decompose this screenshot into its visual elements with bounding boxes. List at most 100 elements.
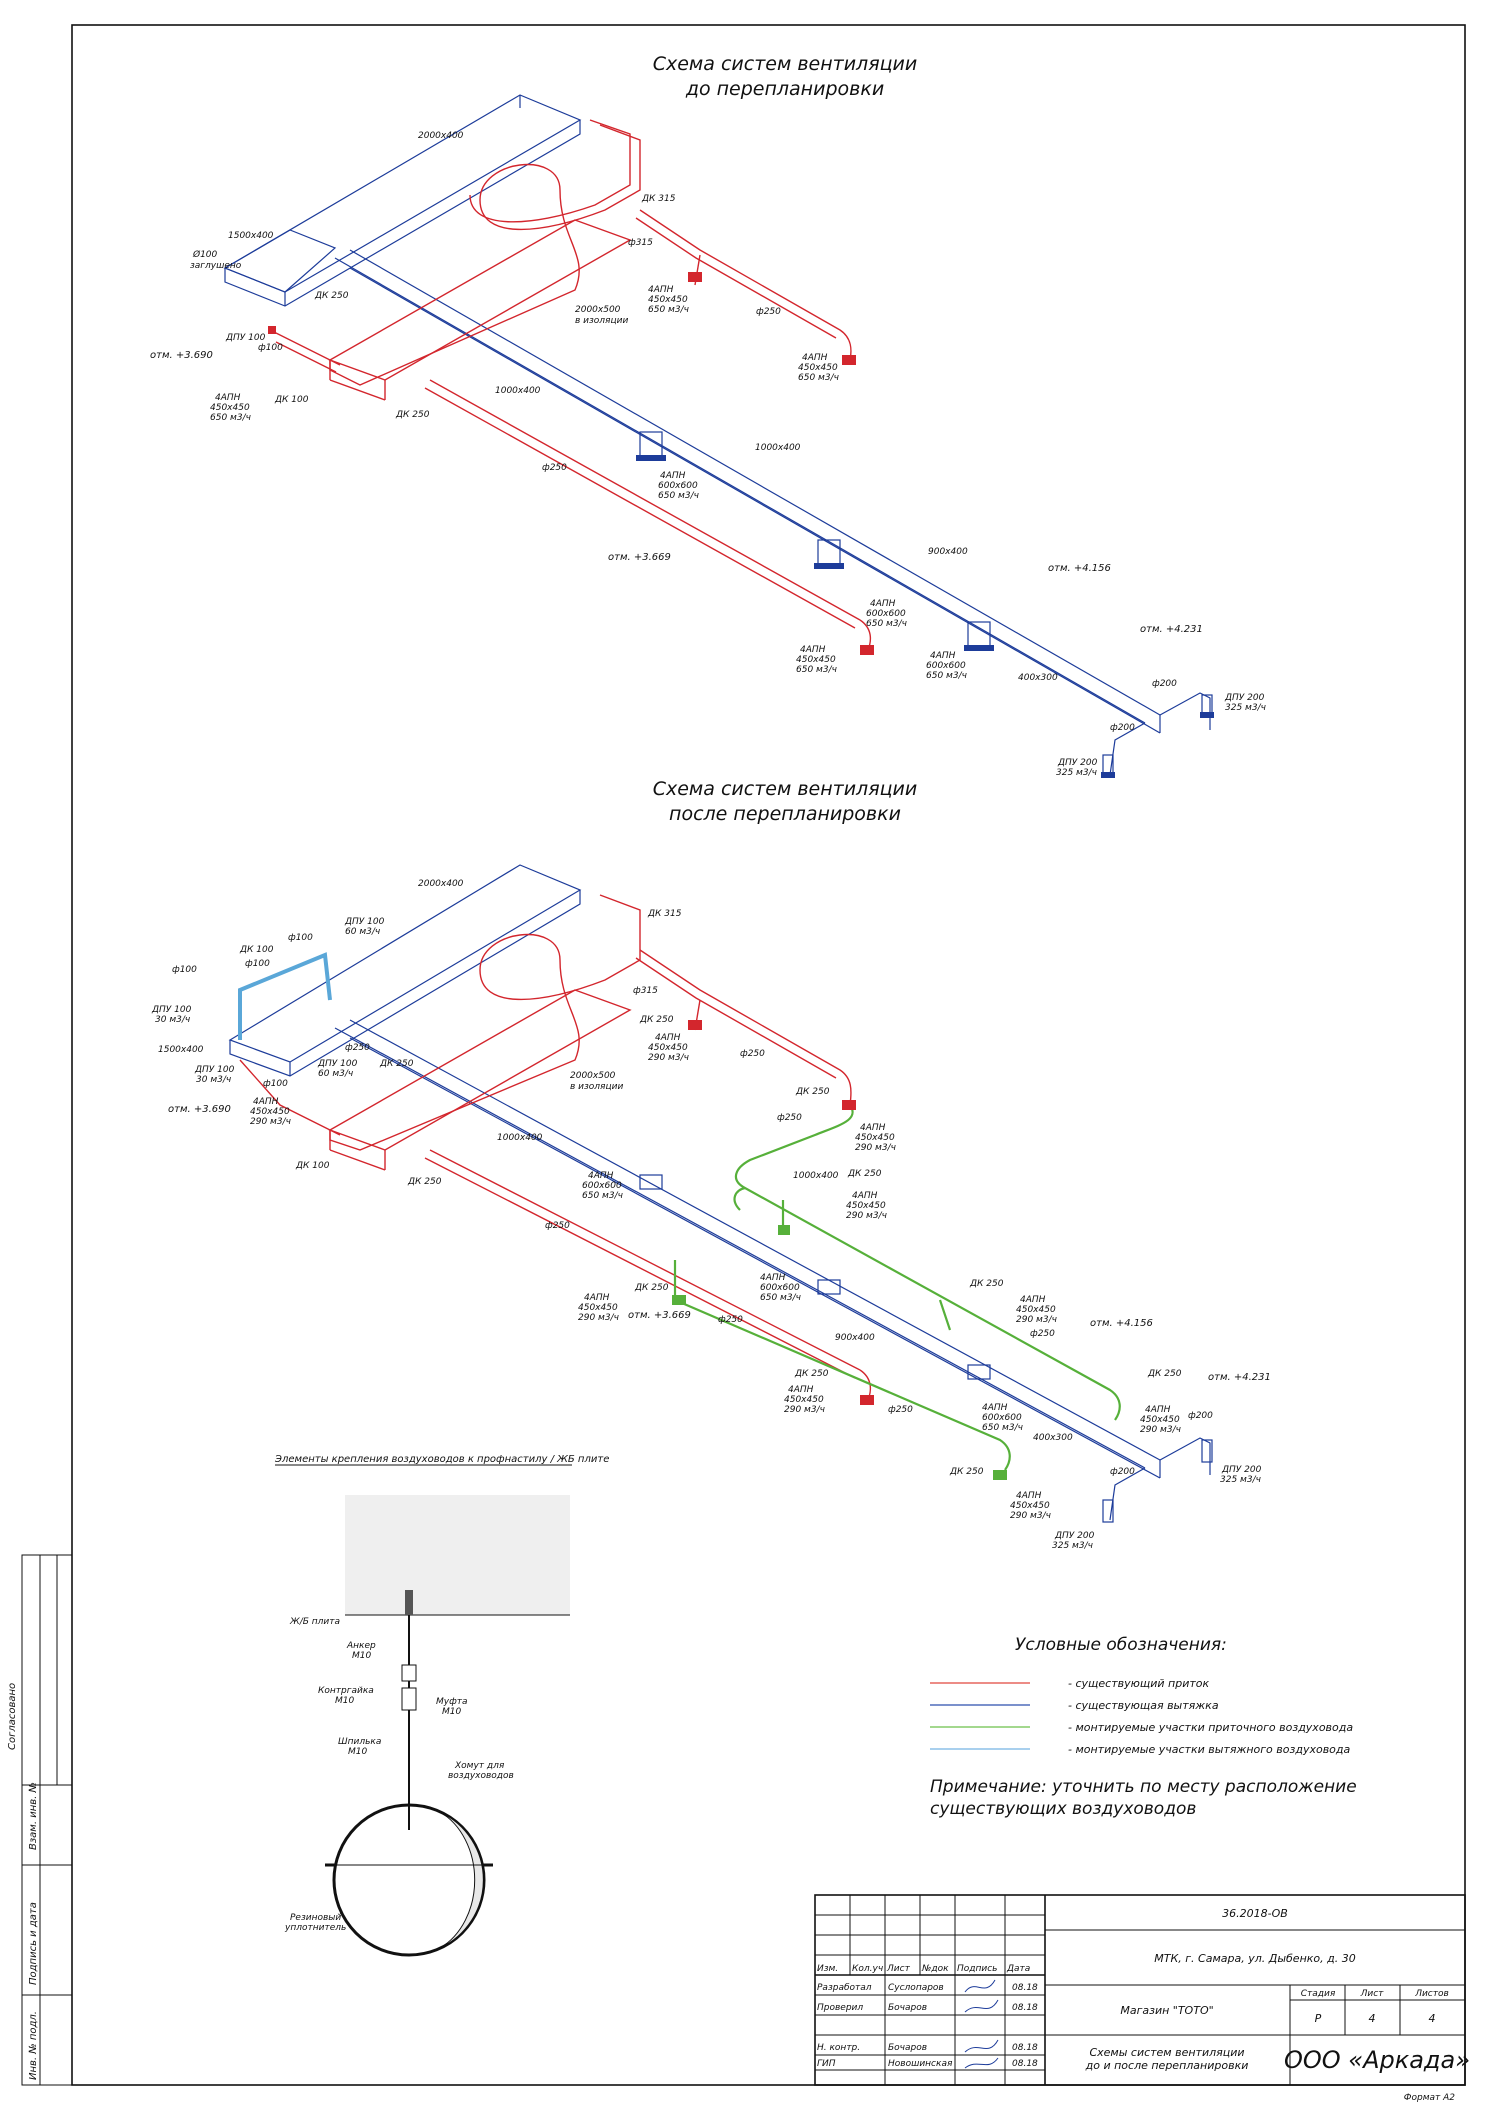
lbl-insul-a: в изоляции [575, 316, 628, 326]
legend-item-2: - существующая вытяжка [1068, 1699, 1219, 1712]
scheme-before: Схема систем вентиляции до перепланировк… [150, 53, 1266, 778]
lbl-diffuser-b7: 4АПН [760, 1273, 786, 1283]
lbl-dk315-a: ДК 315 [641, 194, 676, 204]
lbl-p100-b1: ф100 [288, 933, 313, 943]
lbl-dk250-a1: ДК 250 [314, 291, 349, 301]
lbl-duct-900x400-b: 900х400 [835, 1333, 875, 1343]
stamp-row-2-date: 08.18 [1012, 2003, 1038, 2013]
lbl-diffuser-b11: 4АПН [982, 1403, 1008, 1413]
detail-coupling-2: М10 [442, 1707, 461, 1717]
stamp-header-izm: Изм. [817, 1964, 838, 1974]
stamp-row-4-role: Н. контр. [817, 2043, 860, 2053]
stamp-stage: Р [1315, 2012, 1322, 2025]
lbl-size-a4: 600х600 [658, 481, 698, 491]
lbl-p100-a: ф100 [258, 343, 283, 353]
stamp-stage-label: Стадия [1301, 1989, 1336, 1999]
side-strips [21, 1554, 73, 2086]
note-line-1: Примечание: уточнить по месту расположен… [930, 1777, 1357, 1797]
lbl-flow-a6: 650 м3/ч [796, 665, 837, 675]
lbl-flow-a5: 650 м3/ч [866, 619, 907, 629]
lbl-dk250-b5: ДК 250 [847, 1169, 882, 1179]
lbl-flow325-b2: 325 м3/ч [1052, 1541, 1093, 1551]
lbl-dk315-b: ДК 315 [647, 909, 682, 919]
stamp-header-list: Лист [886, 1964, 911, 1974]
lbl-flow-b4: 650 м3/ч [582, 1191, 623, 1201]
lbl-p250-b6: ф250 [888, 1405, 913, 1415]
stamp-row-2-role: Проверил [817, 2003, 863, 2013]
stamp-header-doc: №док [921, 1964, 949, 1974]
lbl-dk100-b1: ДК 100 [239, 945, 274, 955]
signatures [964, 1979, 999, 2069]
lbl-duct-1000x400-a2: 1000х400 [755, 443, 801, 453]
lbl-flow-a3: 650 м3/ч [798, 373, 839, 383]
lbl-dpu200-a1: ДПУ 200 [1224, 693, 1265, 703]
stamp-header-date: Дата [1006, 1964, 1030, 1974]
scheme-before-title-2: до перепланировки [685, 78, 884, 100]
lbl-p250-b5: ф250 [1030, 1329, 1055, 1339]
lbl-otm4231-a: отм. +4.231 [1140, 624, 1203, 635]
lbl-size-b10: 450х450 [1140, 1415, 1180, 1425]
lbl-duct-400x300-a: 400х300 [1018, 673, 1058, 683]
lbl-dpu200-b1: ДПУ 200 [1221, 1465, 1262, 1475]
lbl-flow-a1: 650 м3/ч [648, 305, 689, 315]
legend-item-1: - существующий приток [1068, 1677, 1209, 1690]
lbl-duct-2000x500-b: 2000х500 [570, 1071, 616, 1081]
slab-hatch [345, 1495, 570, 1615]
lbl-p200-a1: ф200 [1152, 679, 1177, 689]
lbl-dk250-b3: ДК 250 [795, 1087, 830, 1097]
lbl-flow-b1: 290 м3/ч [648, 1053, 689, 1063]
stamp-row-1-name: Суслопаров [888, 1983, 944, 1993]
lbl-duct-1500x400-a: 1500х400 [228, 231, 274, 241]
lbl-duct-400x300-b: 400х300 [1033, 1433, 1073, 1443]
hanger-detail: Элементы крепления воздуховодов к профна… [274, 1454, 609, 1957]
stamp-sheet: 4 [1369, 2012, 1376, 2025]
lbl-flow-a2: 650 м3/ч [210, 413, 251, 423]
lbl-flow30-b2: 30 м3/ч [196, 1075, 231, 1085]
stamp-row-5-role: ГИП [817, 2059, 836, 2069]
lbl-duct-1000x400-a1: 1000х400 [495, 386, 541, 396]
lbl-flow325-a1: 325 м3/ч [1225, 703, 1266, 713]
stamp-header-kolvo: Кол.уч [852, 1964, 883, 1974]
lbl-dk250-b1: ДК 250 [639, 1015, 674, 1025]
stamp-rows: Разработал Суслопаров 08.18 Проверил Боч… [817, 1983, 1038, 2069]
stamp-row-5-name: Новошинская [888, 2059, 953, 2069]
lbl-diffuser-a2: 4АПН [215, 393, 241, 403]
lbl-size-b1: 450х450 [648, 1043, 688, 1053]
stamp-object: Магазин "ТОТО" [1120, 2004, 1213, 2017]
lbl-diffuser-b2: 4АПН [253, 1097, 279, 1107]
lbl-flow-b12: 290 м3/ч [1010, 1511, 1051, 1521]
lbl-otm3690-a: отм. +3.690 [150, 350, 213, 361]
lbl-dpu100-b2: ДПУ 100 [151, 1005, 192, 1015]
stamp-headers: Изм. Кол.уч Лист №док Подпись Дата [817, 1964, 1030, 1974]
lbl-duct-2000x500-a: 2000х500 [575, 305, 621, 315]
lbl-p100-b4: ф100 [263, 1079, 288, 1089]
lbl-otm3669-b: отм. +3.669 [628, 1310, 691, 1321]
lbl-flow60-b1: 60 м3/ч [345, 927, 380, 937]
stamp-sheet-label: Лист [1360, 1989, 1385, 1999]
lbl-p200-a2: ф200 [1110, 723, 1135, 733]
lbl-dk250-b9: ДК 250 [1147, 1369, 1182, 1379]
lbl-diffuser-a5: 4АПН [870, 599, 896, 609]
stamp-row-4-name: Бочаров [888, 2043, 927, 2053]
lbl-duct-1000x400-b2: 1000х400 [793, 1171, 839, 1181]
lbl-dk250-b4: ДК 250 [407, 1177, 442, 1187]
lbl-p315-a: ф315 [628, 238, 653, 248]
lbl-dk250-b10: ДК 250 [949, 1467, 984, 1477]
stamp-row-4-date: 08.18 [1012, 2043, 1038, 2053]
stamp-sheets-label: Листов [1414, 1989, 1449, 1999]
scheme-after-title-1: Схема систем вентиляции [653, 778, 918, 800]
lbl-size-b2: 450х450 [250, 1107, 290, 1117]
stamp-company: ООО «Аркада» [1284, 2046, 1470, 2074]
lbl-duct-1500x400-b: 1500х400 [158, 1045, 204, 1055]
lbl-size-a2: 450х450 [210, 403, 250, 413]
lbl-diffuser-a6: 4АПН [800, 645, 826, 655]
legend-item-4: - монтируемые участки вытяжного воздухов… [1068, 1743, 1351, 1756]
lbl-size-a3: 450х450 [798, 363, 838, 373]
lbl-dk250-b8: ДК 250 [794, 1369, 829, 1379]
lbl-p315-b: ф315 [633, 986, 658, 996]
lbl-duct-2000x400-a: 2000х400 [418, 131, 464, 141]
lbl-p250-b2: ф250 [777, 1113, 802, 1123]
stamp-sheets: 4 [1429, 2012, 1436, 2025]
lbl-flow60-b2: 60 м3/ч [318, 1069, 353, 1079]
lbl-dk250-b2: ДК 250 [379, 1059, 414, 1069]
